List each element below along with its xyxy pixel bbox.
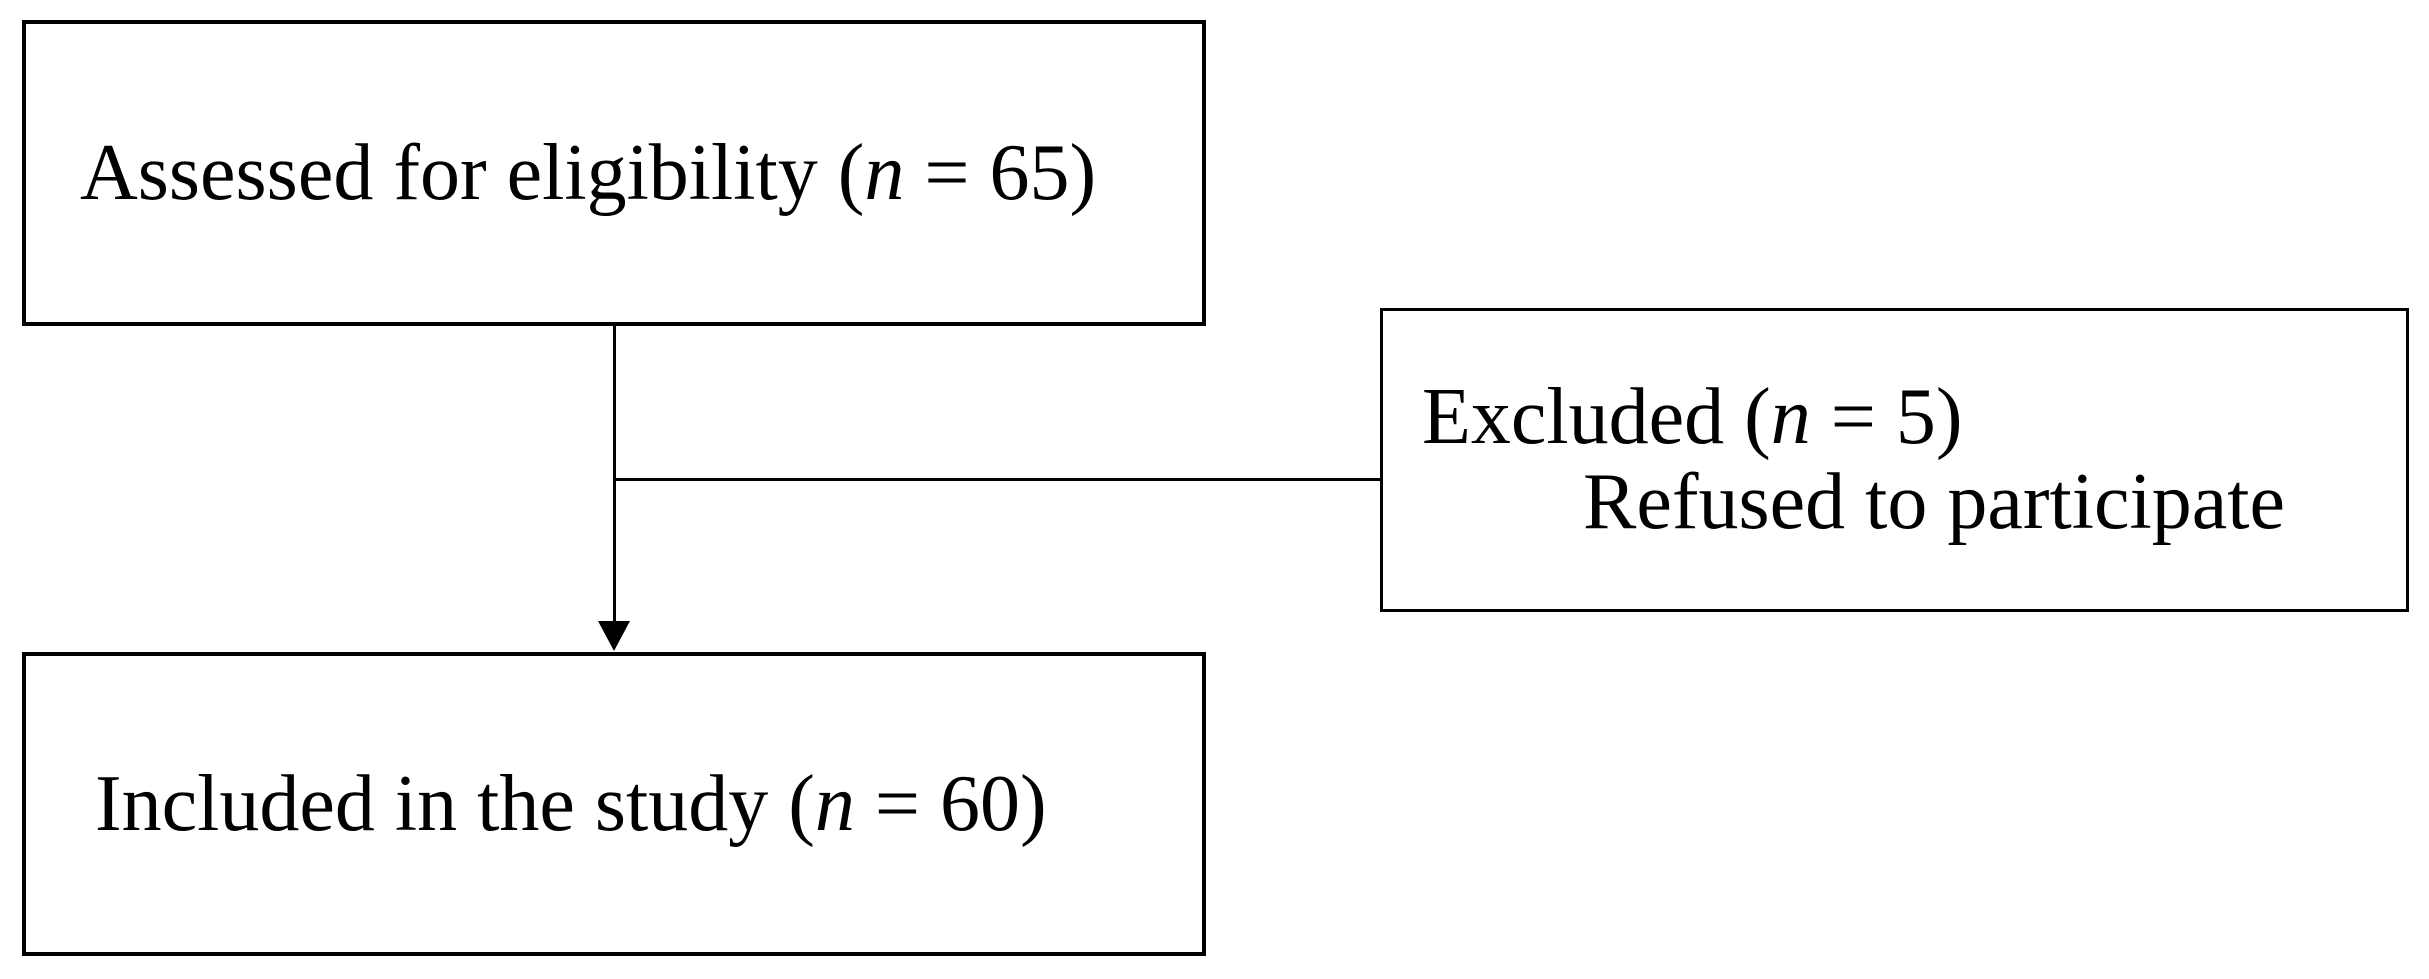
included-label-suffix: = 60) — [854, 759, 1047, 848]
excluded-label-suffix: = 5) — [1810, 373, 1963, 462]
assessed-n-variable: n — [864, 128, 905, 217]
included-in-study-label: Included in the study (n = 60) — [95, 759, 1202, 848]
excluded-label: Excluded (n = 5) — [1422, 375, 2406, 460]
assessed-for-eligibility-label: Assessed for eligibility (n = 65) — [80, 128, 1202, 217]
excluded-n-variable: n — [1770, 373, 1811, 462]
included-label-prefix: Included in the study ( — [95, 759, 815, 848]
vertical-connector-line — [613, 326, 616, 624]
assessed-label-prefix: Assessed for eligibility ( — [80, 128, 865, 217]
horizontal-connector-line — [614, 478, 1380, 481]
included-in-study-box: Included in the study (n = 60) — [22, 652, 1206, 956]
arrow-down-icon — [598, 621, 630, 651]
assessed-for-eligibility-box: Assessed for eligibility (n = 65) — [22, 20, 1206, 326]
excluded-reason-label: Refused to participate — [1583, 458, 2285, 546]
included-n-variable: n — [814, 759, 855, 848]
excluded-label-prefix: Excluded ( — [1422, 373, 1771, 462]
excluded-box: Excluded (n = 5) Refused to participate — [1380, 308, 2409, 612]
assessed-label-suffix: = 65) — [904, 128, 1097, 217]
